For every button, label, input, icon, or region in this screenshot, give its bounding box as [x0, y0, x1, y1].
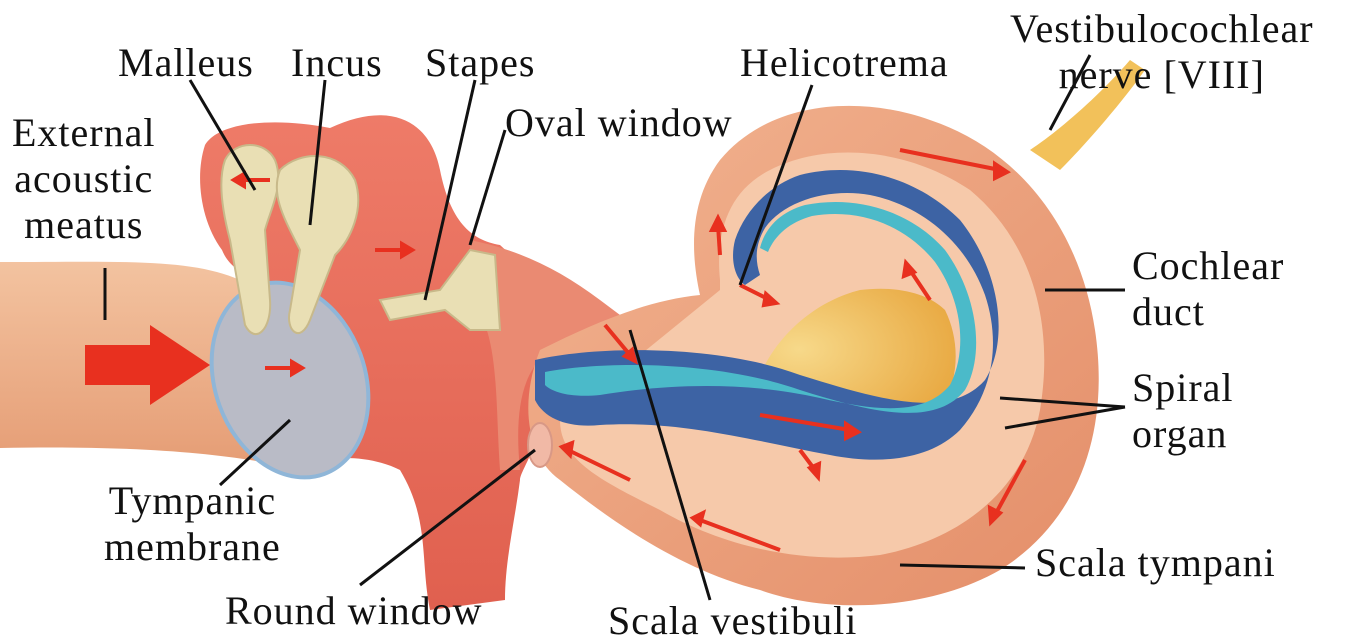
- label-spiral-line1: Spiral: [1132, 365, 1234, 411]
- label-external-line1: External: [12, 110, 156, 156]
- label-tympanic-membrane: Tympanic membrane: [104, 478, 281, 570]
- label-cochlear-duct: Cochlear duct: [1132, 243, 1284, 335]
- label-scala-tympani: Scala tympani: [1035, 540, 1276, 586]
- label-external-line2: acoustic: [12, 156, 156, 202]
- leader-oval-window: [470, 130, 505, 245]
- label-external-acoustic-meatus: External acoustic meatus: [12, 110, 156, 248]
- label-stapes: Stapes: [425, 40, 535, 86]
- label-tympanic-line1: Tympanic: [104, 478, 281, 524]
- label-vestibulocochlear-line1: Vestibulocochlear: [1010, 6, 1314, 52]
- label-cochlear-line1: Cochlear: [1132, 243, 1284, 289]
- label-cochlear-line2: duct: [1132, 289, 1284, 335]
- label-round-window: Round window: [225, 588, 483, 634]
- label-tympanic-line2: membrane: [104, 524, 281, 570]
- label-vestibulocochlear-line2: nerve [VIII]: [1010, 52, 1314, 98]
- label-oval-window: Oval window: [505, 100, 733, 146]
- label-incus: Incus: [291, 40, 383, 86]
- label-helicotrema: Helicotrema: [740, 40, 949, 86]
- label-scala-vestibuli: Scala vestibuli: [608, 598, 857, 644]
- label-vestibulocochlear-nerve: Vestibulocochlear nerve [VIII]: [1010, 6, 1314, 98]
- label-spiral-line2: organ: [1132, 411, 1234, 457]
- label-malleus: Malleus: [118, 40, 254, 86]
- label-spiral-organ: Spiral organ: [1132, 365, 1234, 457]
- label-external-line3: meatus: [12, 202, 156, 248]
- round-window-shape: [528, 423, 552, 467]
